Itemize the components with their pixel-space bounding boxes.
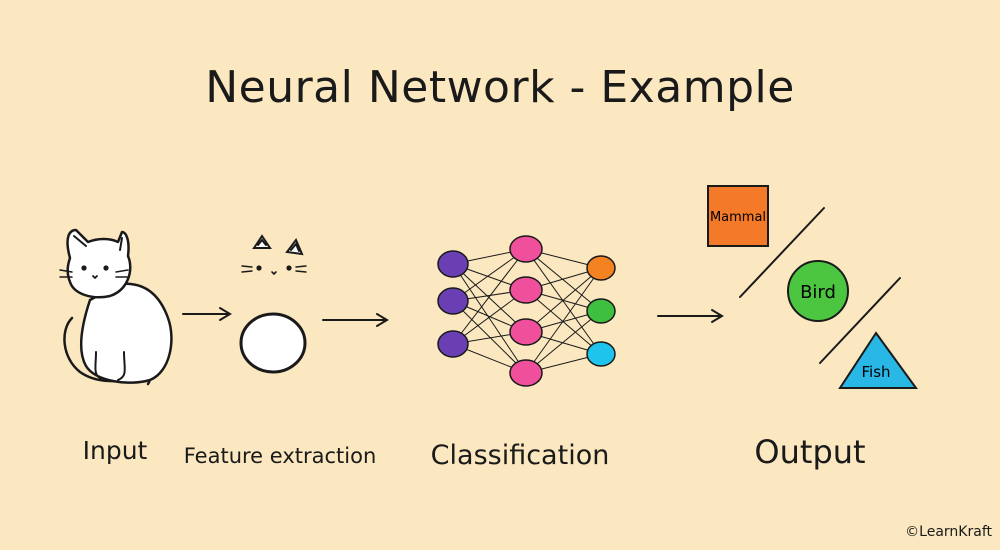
hidden-node <box>509 318 543 346</box>
hidden-node <box>509 235 543 263</box>
mammal-label: Mammal <box>710 210 766 225</box>
mammal-box: Mammal <box>707 185 769 247</box>
stage-label-input: Input <box>82 436 148 465</box>
output-node <box>586 298 616 324</box>
network-connection <box>525 267 602 374</box>
network-connection <box>525 248 602 312</box>
fish-label: Fish <box>861 363 890 381</box>
output-node <box>586 341 616 367</box>
network-connection <box>525 310 602 374</box>
stage-label-classification: Classification <box>430 440 610 471</box>
neural-network <box>437 235 616 387</box>
stage-label-output: Output <box>754 433 866 471</box>
diagram-title: Neural Network - Example <box>205 62 795 113</box>
arrow-input-to-feature <box>182 307 232 321</box>
bird-circle: Bird <box>787 260 849 322</box>
input-node <box>437 330 469 358</box>
output-separator-lines <box>739 207 901 364</box>
fish-triangle: Fish <box>838 331 918 389</box>
network-connection <box>452 263 527 333</box>
input-node <box>437 250 469 278</box>
network-connection <box>452 300 527 374</box>
input-node <box>437 287 469 315</box>
network-connection <box>452 248 527 345</box>
bird-label: Bird <box>800 282 836 303</box>
network-connection <box>525 267 602 333</box>
arrow-classification-to-output <box>657 309 724 323</box>
output-node <box>586 255 616 281</box>
hidden-node <box>509 359 543 387</box>
copyright-notice: ©LearnKraft <box>905 524 992 540</box>
hidden-node <box>509 276 543 304</box>
stage-label-feature-extraction: Feature extraction <box>183 444 377 468</box>
network-connection <box>452 263 527 374</box>
network-connection <box>525 248 602 355</box>
arrow-feature-to-classification <box>322 313 389 327</box>
feature-extraction-icon <box>239 234 307 374</box>
cat-illustration <box>59 228 173 386</box>
